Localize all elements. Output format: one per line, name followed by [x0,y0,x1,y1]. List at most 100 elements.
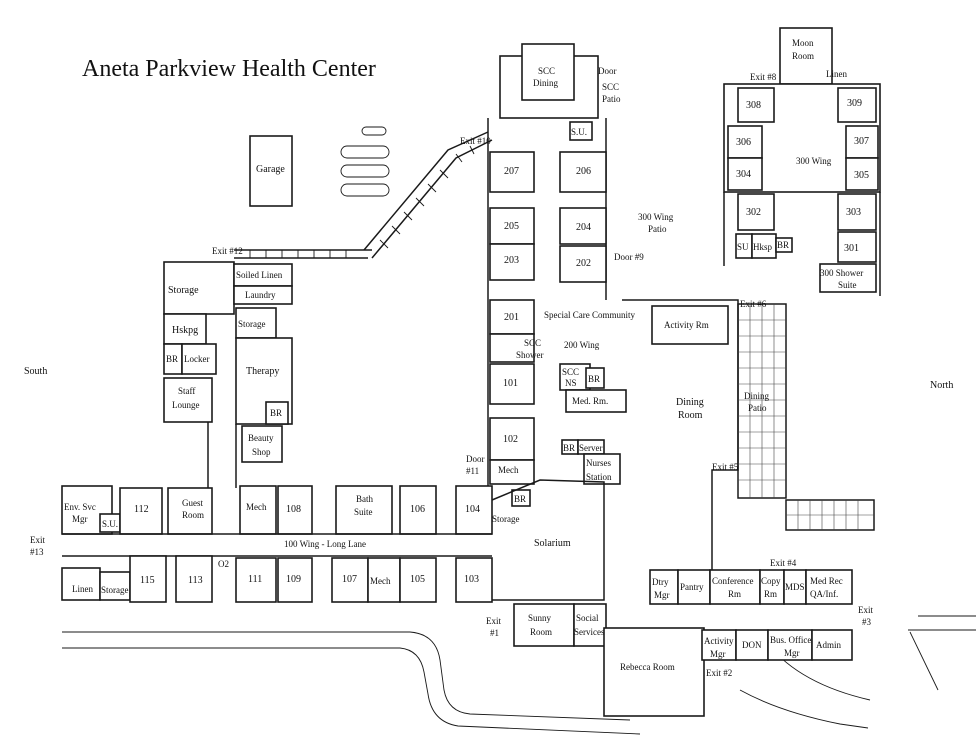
staff-label: Staff [178,386,195,396]
room-203-label: 203 [504,255,519,266]
room-301[interactable] [837,231,877,263]
grounds: Garage [62,126,976,735]
walkway-horizontal [234,249,372,259]
wing-300-label: 300 Wing [796,156,832,166]
activity-room[interactable] [651,305,729,345]
bus-office-label: Bus. Office [770,635,811,645]
wing-300-patio-label-2: Patio [648,224,667,234]
moon-label: Moon [792,38,814,48]
room-302-label: 302 [746,207,761,218]
sunny-room[interactable] [513,603,575,647]
room-111[interactable] [235,557,277,603]
patio-extension-grid [786,500,874,530]
room-103[interactable] [455,557,493,603]
room-101[interactable] [489,363,535,405]
social-services [573,603,607,647]
room-204[interactable] [559,207,607,245]
patio-grid [738,304,786,498]
room-302[interactable] [737,193,775,231]
soiled-linen-label: Soiled Linen [236,270,283,280]
driveway-curve [62,647,641,735]
laundry-label: Laundry [245,290,276,300]
room-106[interactable] [399,485,437,535]
road-edge [909,631,939,691]
dining-room-label: Room [678,410,703,421]
beauty-shop [241,425,283,463]
direction-south-label: South [24,366,47,377]
env-svc-label: Env. Svc [64,502,96,512]
storage-room-3 [99,571,131,601]
room-207[interactable] [489,151,535,193]
bathroom [511,489,531,507]
garage-label: Garage [256,164,285,175]
rebecca-room[interactable] [603,627,705,717]
room-309-label: 309 [847,98,862,109]
bathroom-label: BR [588,374,600,384]
room-303[interactable] [837,193,877,231]
scc-dining[interactable] [521,43,575,101]
room-305[interactable] [845,157,879,191]
dining-patio-label: Dining [744,391,770,401]
staff-lounge [163,377,213,423]
activity-mgr-label: Activity [704,636,734,646]
solarium-label: Solarium [534,538,571,549]
mech-label-2: Mech [370,576,391,586]
scc-patio-label-2: Patio [602,94,621,104]
room-115[interactable] [129,555,167,603]
room-108[interactable] [277,485,313,535]
room-309[interactable] [837,87,877,123]
room-105[interactable] [399,557,437,603]
driveway-curve [739,689,869,729]
mds-label: MDS [785,582,805,592]
housekeeping-label: Hskpg [172,325,198,336]
room-109[interactable] [277,557,313,603]
sunny-room-label: Room [530,627,552,637]
room-306[interactable] [727,125,763,159]
room-203[interactable] [489,243,535,281]
exit-10-label: Exit #10 [460,136,491,146]
nurses-station [583,453,621,485]
guest-room-label: Room [182,510,204,520]
station-label: Station [586,472,612,482]
locker-room [181,343,217,375]
dining-label: Dining [676,397,704,408]
room-106-label: 106 [410,504,425,515]
scc-wing-label: Special Care Community [544,310,635,320]
room-206-label: 206 [576,166,591,177]
room-104[interactable] [455,485,493,535]
room-304[interactable] [727,157,763,191]
parking-marker [361,126,387,136]
room-206[interactable] [559,151,607,193]
parking-marker [340,145,390,159]
su-label-2: S.U. [571,127,587,137]
ns-label: NS [565,378,577,388]
env-svc-mgr-label: Mgr [72,514,88,524]
storage-label-4: Storage [492,514,520,524]
bath-label: Bath [356,494,373,504]
qa-inf-label: QA/Inf. [810,589,838,599]
room-115-label: 115 [140,575,155,586]
bath-suite-label: Suite [354,507,373,517]
room-201-label: 201 [504,312,519,323]
exits: Exit #12 Exit #10 Door #9 Exit #8 Exit #… [212,72,873,678]
room-202[interactable] [559,245,607,283]
room-112-label: 112 [134,504,149,515]
room-308[interactable] [737,87,775,123]
room-113[interactable] [175,555,213,603]
wing-200-label: 200 Wing [564,340,600,350]
room-307[interactable] [845,125,879,159]
soiled-utility-2 [569,121,593,141]
copy-label: Copy [761,576,781,586]
room-201[interactable] [489,299,535,335]
therapy-label: Therapy [246,366,279,377]
exit-6-label: Exit #6 [740,299,767,309]
med-room-label: Med. Rm. [572,396,608,406]
room-102[interactable] [489,417,535,461]
parking-marker [340,164,390,178]
wing-200: SCC Dining Door SCC Patio S.U. 207 205 2… [466,43,635,524]
room-113-label: 113 [188,575,203,586]
exit-2-label: Exit #2 [706,668,732,678]
moon-room-label: Room [792,51,814,61]
moon-room[interactable] [779,27,833,85]
